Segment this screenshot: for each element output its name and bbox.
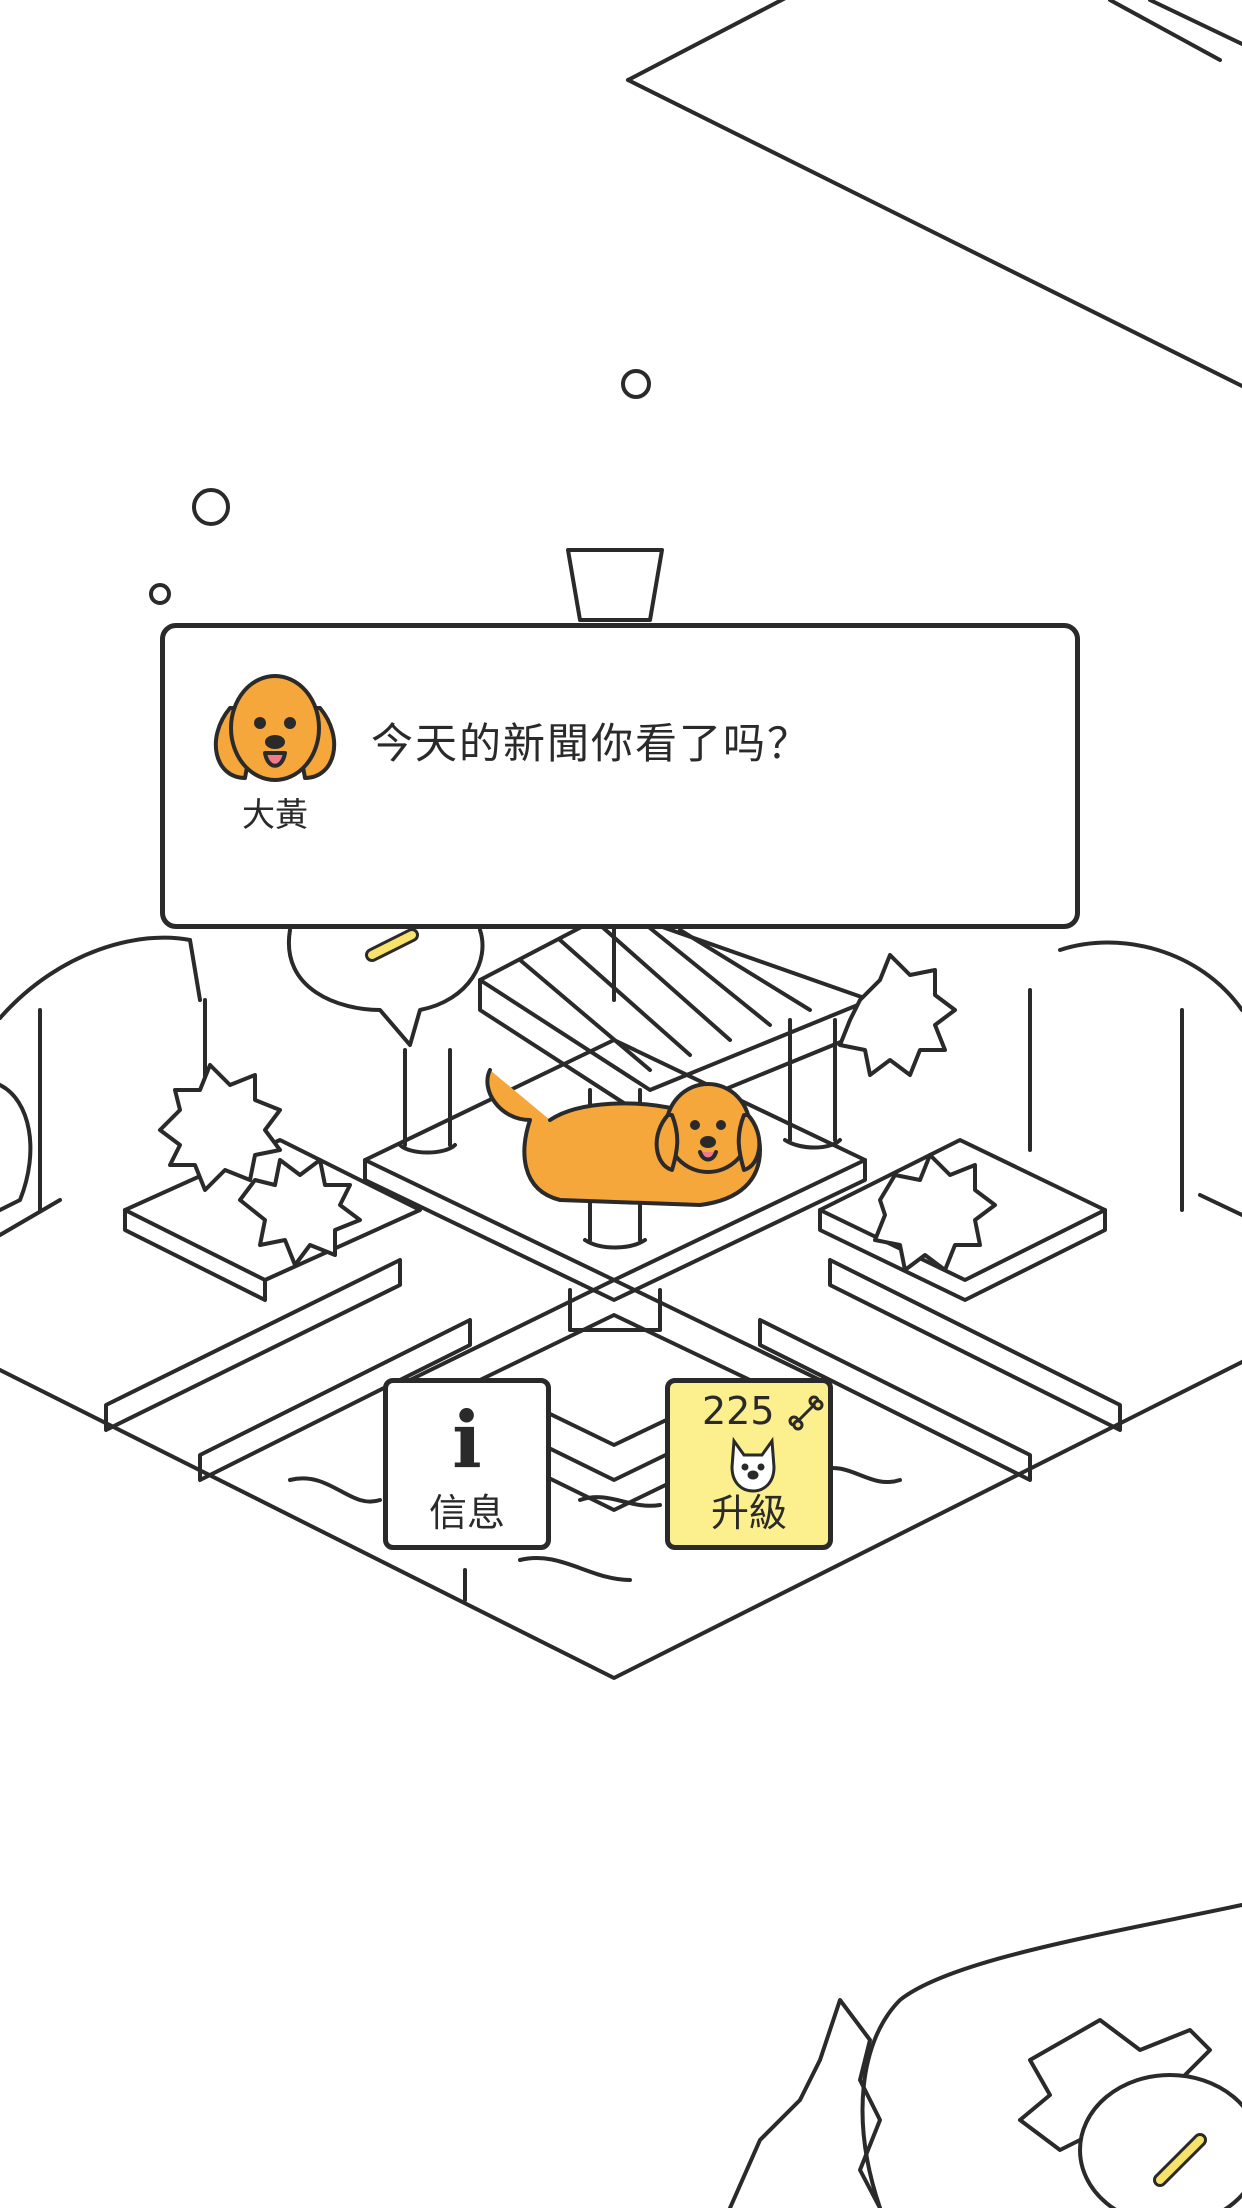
pavilion-platform[interactable] (0, 935, 1242, 1680)
speaker-avatar-icon (213, 674, 337, 782)
info-button[interactable]: i 信息 (383, 1378, 551, 1550)
dialog-box[interactable]: 大黃 今天的新聞你看了吗？ (160, 623, 1080, 929)
upgrade-button[interactable]: 225 升級 (665, 1378, 833, 1550)
neighbor-platform-bottom[interactable] (728, 1903, 1242, 2208)
dialog-message: 今天的新聞你看了吗？ (371, 719, 812, 768)
bone-icon (788, 1395, 824, 1431)
speaker-name: 大黃 (242, 795, 308, 834)
bubble (621, 369, 651, 399)
info-label: 信息 (428, 1491, 505, 1535)
dog-dahuang[interactable] (485, 1068, 762, 1207)
bubble (192, 488, 230, 526)
left-object (0, 1083, 33, 1212)
upgrade-cost: 225 (702, 1389, 775, 1433)
bone-speech-bubble[interactable] (286, 928, 485, 1047)
info-icon: i (452, 1395, 482, 1486)
neighbor-platform-top[interactable] (626, 0, 1242, 388)
plant (158, 953, 997, 1272)
bubble (149, 583, 171, 605)
dog-upgrade-icon (730, 1436, 776, 1493)
upgrade-label: 升級 (710, 1491, 787, 1535)
